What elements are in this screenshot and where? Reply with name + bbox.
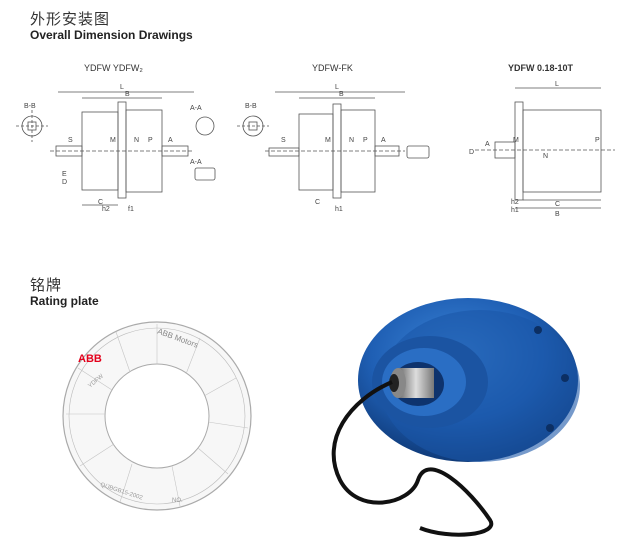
svg-text:A-A: A-A	[190, 105, 202, 112]
rating-title-cn: 铭牌	[30, 276, 63, 294]
svg-text:P: P	[363, 137, 368, 144]
svg-text:D: D	[62, 179, 67, 186]
section-title-cn: 外形安装图	[30, 10, 111, 28]
svg-text:N: N	[543, 153, 548, 160]
svg-text:h2: h2	[511, 199, 519, 206]
svg-text:A: A	[168, 137, 173, 144]
svg-text:h2: h2	[102, 206, 110, 213]
rating-title-en: Rating plate	[30, 294, 99, 308]
drawing-label-ydfw: YDFW YDFW₂	[84, 63, 143, 73]
drawing-label-ydfw-fk: YDFW-FK	[312, 63, 353, 73]
svg-text:f1: f1	[128, 206, 134, 213]
svg-text:E: E	[62, 171, 67, 178]
svg-text:P: P	[148, 137, 153, 144]
dimension-drawing-ydfw-fk: B-B L B S M N P A C h1	[237, 84, 430, 213]
svg-text:M: M	[325, 137, 331, 144]
svg-text:P: P	[595, 137, 600, 144]
abb-logo: ABB	[78, 353, 102, 365]
svg-text:M: M	[513, 137, 519, 144]
svg-text:L: L	[555, 81, 559, 88]
svg-text:S: S	[68, 137, 73, 144]
svg-text:S: S	[281, 137, 286, 144]
svg-text:N: N	[134, 137, 139, 144]
section-title-en: Overall Dimension Drawings	[30, 28, 193, 42]
plate-no-label: NO.	[172, 498, 183, 504]
svg-text:A-A: A-A	[190, 159, 202, 166]
svg-text:D: D	[469, 149, 474, 156]
svg-text:A: A	[381, 137, 386, 144]
svg-text:C: C	[98, 199, 103, 206]
svg-text:A: A	[485, 141, 490, 148]
svg-text:C: C	[315, 199, 320, 206]
rating-plate: ABB ABB Motors YDFW Q/JBGB15-2002 NO.	[62, 321, 252, 511]
svg-text:M: M	[110, 137, 116, 144]
svg-text:B: B	[339, 91, 344, 98]
svg-text:L: L	[335, 84, 339, 91]
svg-text:B: B	[125, 91, 130, 98]
motor-photo	[331, 298, 580, 537]
svg-text:C: C	[555, 201, 560, 208]
dimension-drawing-ydfw-018: L B C M N P A D h2 h1	[469, 81, 615, 218]
svg-text:N: N	[349, 137, 354, 144]
svg-text:h1: h1	[511, 207, 519, 214]
dimension-drawing-ydfw: B-B A-A A-A L B S M N P A E D h2 f1 C	[16, 84, 216, 213]
svg-text:B-B: B-B	[24, 103, 36, 110]
svg-text:B-B: B-B	[245, 103, 257, 110]
drawing-label-ydfw-018: YDFW 0.18-10T	[508, 63, 574, 73]
svg-text:B: B	[555, 211, 560, 218]
svg-text:h1: h1	[335, 206, 343, 213]
svg-text:L: L	[120, 84, 124, 91]
